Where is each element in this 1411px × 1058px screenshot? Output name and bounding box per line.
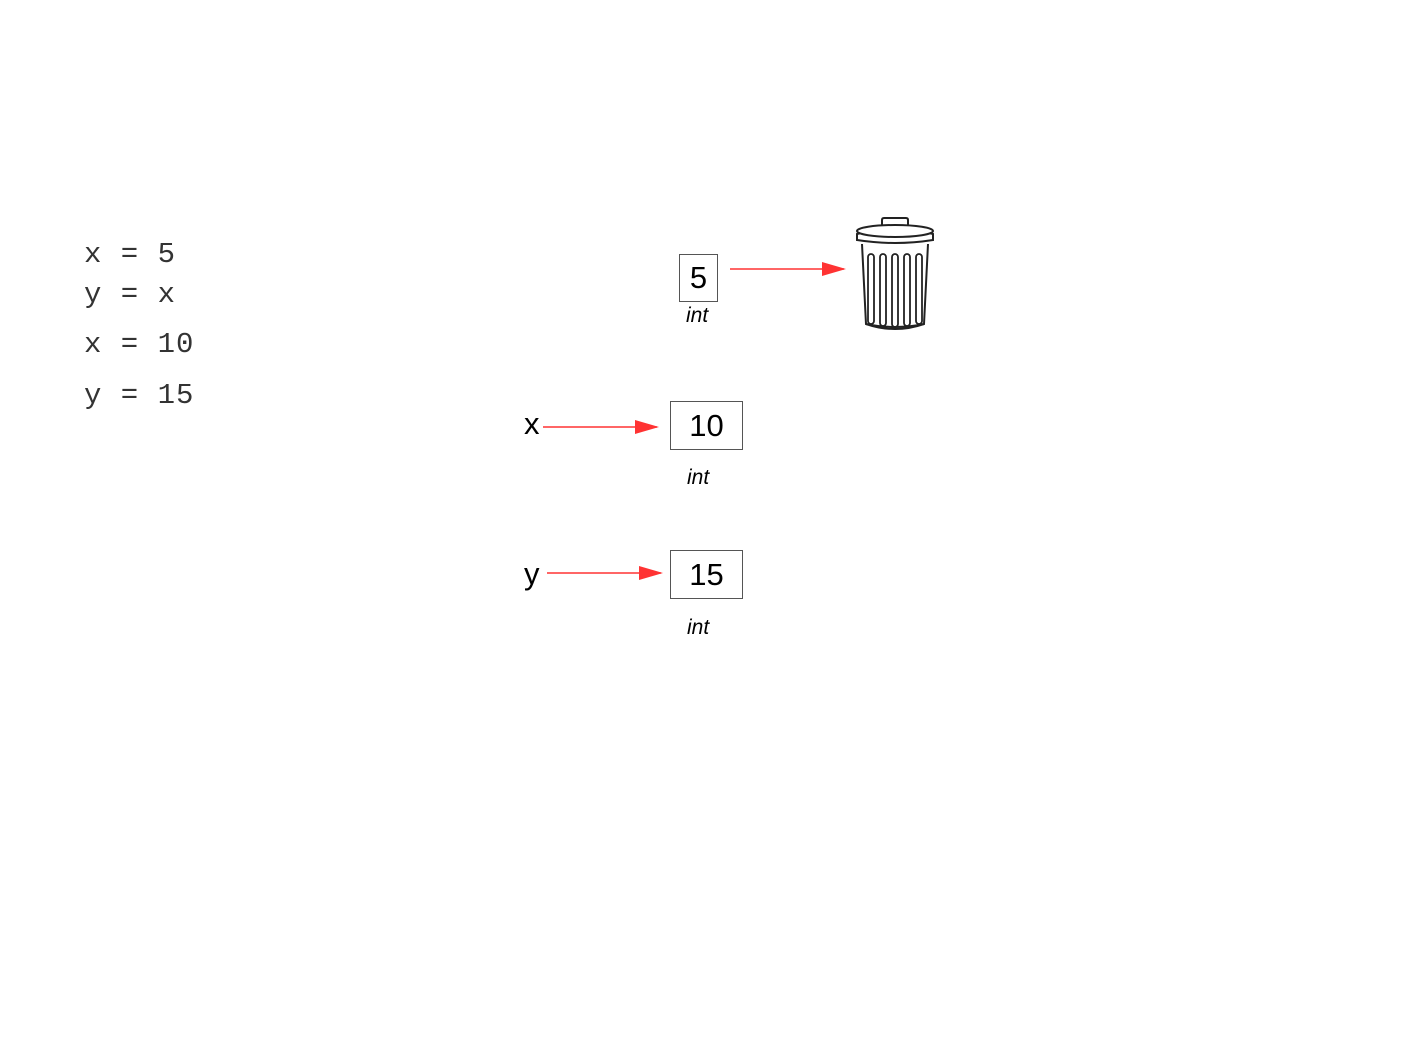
garbage-object-type: int: [686, 304, 709, 327]
variable-x-label: x: [524, 406, 540, 441]
garbage-object-box: 5: [679, 254, 718, 302]
x-object-box: 10: [670, 401, 743, 450]
y-object-type: int: [687, 616, 710, 639]
code-line-1: x = 5: [84, 238, 177, 271]
variable-y-label: y: [524, 556, 540, 591]
code-line-3: x = 10: [84, 328, 195, 361]
trash-can-icon: [856, 217, 934, 330]
y-object-box: 15: [670, 550, 743, 599]
code-line-2: y = x: [84, 278, 177, 311]
x-object-type: int: [687, 466, 710, 489]
code-line-4: y = 15: [84, 379, 195, 412]
